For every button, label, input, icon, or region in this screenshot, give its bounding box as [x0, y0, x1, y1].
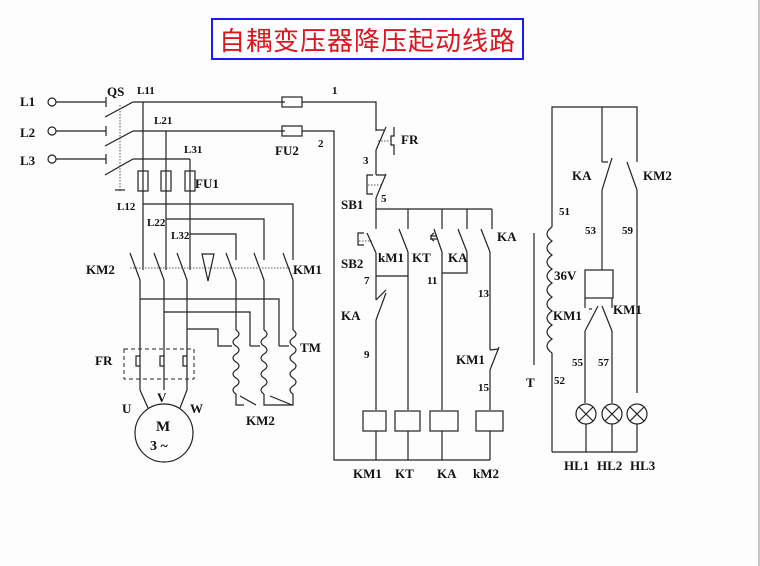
tm-label: TM: [300, 340, 321, 355]
coil-label-kt: KT: [395, 466, 414, 481]
ka-nc-label: KA: [341, 308, 361, 323]
qs-blade-1: [104, 101, 134, 118]
page-edge: [758, 0, 760, 566]
lamp-label-hl1: HL1: [564, 458, 589, 473]
wire-53: 53: [585, 225, 597, 237]
lamp-hl1: [575, 403, 597, 425]
sb2-contact: [366, 232, 377, 254]
wire-7: 7: [364, 275, 370, 287]
phase-label-l2: L2: [20, 125, 35, 140]
fu2-label: FU2: [275, 143, 299, 158]
phase-label-l1: L1: [20, 94, 35, 109]
wire-15: 15: [478, 382, 490, 394]
wire-57: 57: [598, 357, 610, 369]
fr-main-label: FR: [95, 353, 113, 368]
wire-5: 5: [381, 193, 387, 205]
tm-winding-3: [289, 329, 297, 395]
transformer-label: T: [526, 375, 535, 390]
diagram-title: 自耦变压器降压起动线路: [218, 26, 516, 57]
fuse-fu1-3: [184, 170, 196, 192]
motor-terminal-v: V: [157, 390, 167, 405]
wire-3: 3: [363, 155, 369, 167]
wire-55: 55: [572, 357, 584, 369]
fu1-label: FU1: [195, 176, 219, 191]
motor-label: M: [156, 419, 170, 435]
indicator-circuit: KA KM2 51 53 59 36V T 52 KM1 KM1 55 57: [526, 106, 672, 473]
ka-branch-label: KA: [497, 229, 517, 244]
ka-hold-label: KA: [448, 250, 468, 265]
coil-km1: [362, 410, 387, 432]
phase-label-l3: L3: [20, 153, 36, 168]
control-circuit: FU2 1 2 FR 3 SB1 5 SB2: [275, 85, 517, 481]
main-circuit: L1 L2 L3 QS L11 L21 L31 FU1 L12: [20, 84, 322, 463]
coil-label-km1: KM1: [353, 466, 382, 481]
kt-contact-label: KT: [412, 250, 431, 265]
title-box: 自耦变压器降压起动线路: [211, 18, 524, 60]
fuse-fu1-1: [137, 170, 149, 192]
lamp-hl3: [626, 403, 648, 425]
km2-indicator-label: KM2: [643, 168, 672, 183]
tm-winding-2: [260, 329, 268, 395]
km1-coil-indicator-label: KM1: [553, 308, 582, 323]
motor-terminal-w: W: [190, 401, 203, 416]
transformer-voltage: 36V: [554, 268, 577, 283]
ka-indicator-label: KA: [572, 168, 592, 183]
lamp-hl2: [601, 403, 623, 425]
wire-59: 59: [622, 225, 634, 237]
wire-51: 51: [559, 206, 570, 218]
km1-label: KM1: [293, 262, 322, 277]
node-l22: L22: [147, 217, 166, 229]
sb2-label: SB2: [341, 256, 363, 271]
wire-1: 1: [332, 85, 338, 97]
km1-hold-label: kM1: [378, 250, 404, 265]
fr-box: [123, 348, 195, 380]
km1-contact-indicator-label: KM1: [613, 302, 642, 317]
node-l32: L32: [171, 230, 190, 242]
terminal-l2: [47, 126, 57, 136]
terminal-l3: [47, 154, 57, 164]
node-l12: L12: [117, 201, 136, 213]
interlock-triangle: [201, 253, 215, 282]
tm-winding-1: [232, 329, 240, 395]
km2-label: KM2: [86, 262, 115, 277]
coil-kt: [394, 410, 421, 432]
km2-star-label: KM2: [246, 413, 275, 428]
qs-blade-2: [104, 130, 134, 147]
fuse-fu1-2: [160, 170, 172, 192]
terminal-l1: [47, 97, 57, 107]
transformer-winding: [546, 226, 554, 354]
sb1-contact: [375, 173, 387, 199]
node-l31: L31: [184, 144, 202, 156]
wire-11: 11: [427, 275, 437, 287]
coil-label-ka: KA: [437, 466, 457, 481]
coil-km2: [475, 410, 504, 432]
km1-nc-label: KM1: [456, 352, 485, 367]
qs-blade-3: [104, 158, 134, 176]
motor-type: 3 ~: [150, 439, 169, 454]
sb1-label: SB1: [341, 197, 363, 212]
lamp-label-hl3: HL3: [630, 458, 656, 473]
fr-contact-label: FR: [401, 132, 419, 147]
coil-label-km2: kM2: [473, 466, 499, 481]
km1-aux-box: [584, 269, 614, 299]
node-l21: L21: [154, 115, 172, 127]
wire-52: 52: [554, 375, 566, 387]
wire-13: 13: [478, 288, 490, 300]
motor-terminal-u: U: [122, 401, 132, 416]
node-l11: L11: [137, 85, 155, 97]
wire-2: 2: [318, 138, 324, 150]
qs-label: QS: [107, 84, 124, 99]
motor-symbol: [134, 403, 194, 463]
coil-ka: [429, 410, 459, 432]
wire-9: 9: [364, 349, 370, 361]
lamp-label-hl2: HL2: [597, 458, 622, 473]
